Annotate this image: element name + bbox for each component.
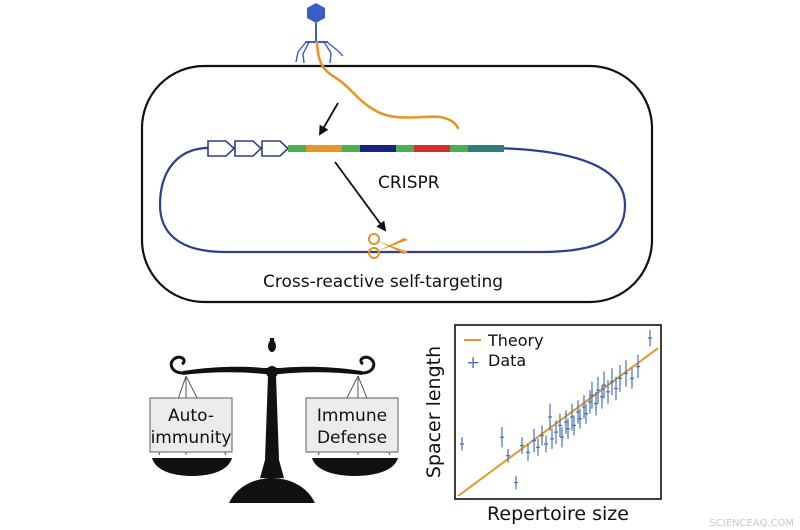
legend-data-marker: + [466, 353, 480, 373]
watermark: SCIENCEAQ.COM [709, 518, 794, 529]
crispr-spacer [414, 145, 450, 152]
x-axis-label: Repertoire size [487, 503, 629, 525]
balance-base [229, 478, 315, 503]
chart-marks [457, 329, 659, 497]
right-pan [312, 458, 398, 476]
phage-icon [295, 3, 344, 64]
crispr-repeat [288, 145, 306, 152]
crispr-repeat [342, 145, 360, 152]
theory-line [457, 347, 659, 497]
autoimmunity-label-line1: Auto- [168, 406, 214, 426]
immune-defense-box [305, 397, 399, 453]
immune-defense-label-line1: Immune [317, 406, 387, 426]
autoimmunity-box [149, 397, 233, 453]
targeting-arrow [334, 161, 387, 232]
legend-data-label: Data [488, 351, 526, 370]
injection-arrow [318, 102, 339, 136]
crispr-repeat [396, 145, 414, 152]
crispr-spacer [306, 145, 342, 152]
crispr-array [288, 145, 504, 152]
phage-dna [315, 40, 460, 130]
immune-defense-label-line2: Defense [317, 428, 387, 448]
cell-membrane [140, 64, 654, 304]
y-axis-label: Spacer length [423, 346, 445, 478]
self-targeting-label: Cross-reactive self-targeting [263, 272, 503, 292]
plot-area [454, 324, 662, 500]
crispr-spacer [468, 145, 504, 152]
cas-gene-arrow [234, 140, 263, 157]
cas-gene-arrow [261, 140, 290, 157]
crispr-label: CRISPR [378, 173, 440, 193]
cas-gene-arrow [207, 140, 236, 157]
cas-genes [207, 140, 290, 157]
legend-theory-label: Theory [487, 331, 544, 350]
balance-pillar [260, 376, 284, 478]
autoimmunity-label-line2: immunity [151, 428, 232, 448]
crispr-spacer [360, 145, 396, 152]
scissors-icon [368, 233, 408, 259]
chart: Theory + Data Repertoire size Spacer len… [423, 324, 662, 525]
left-pan [152, 458, 232, 476]
genome-loop [158, 146, 627, 254]
crispr-repeat [450, 145, 468, 152]
